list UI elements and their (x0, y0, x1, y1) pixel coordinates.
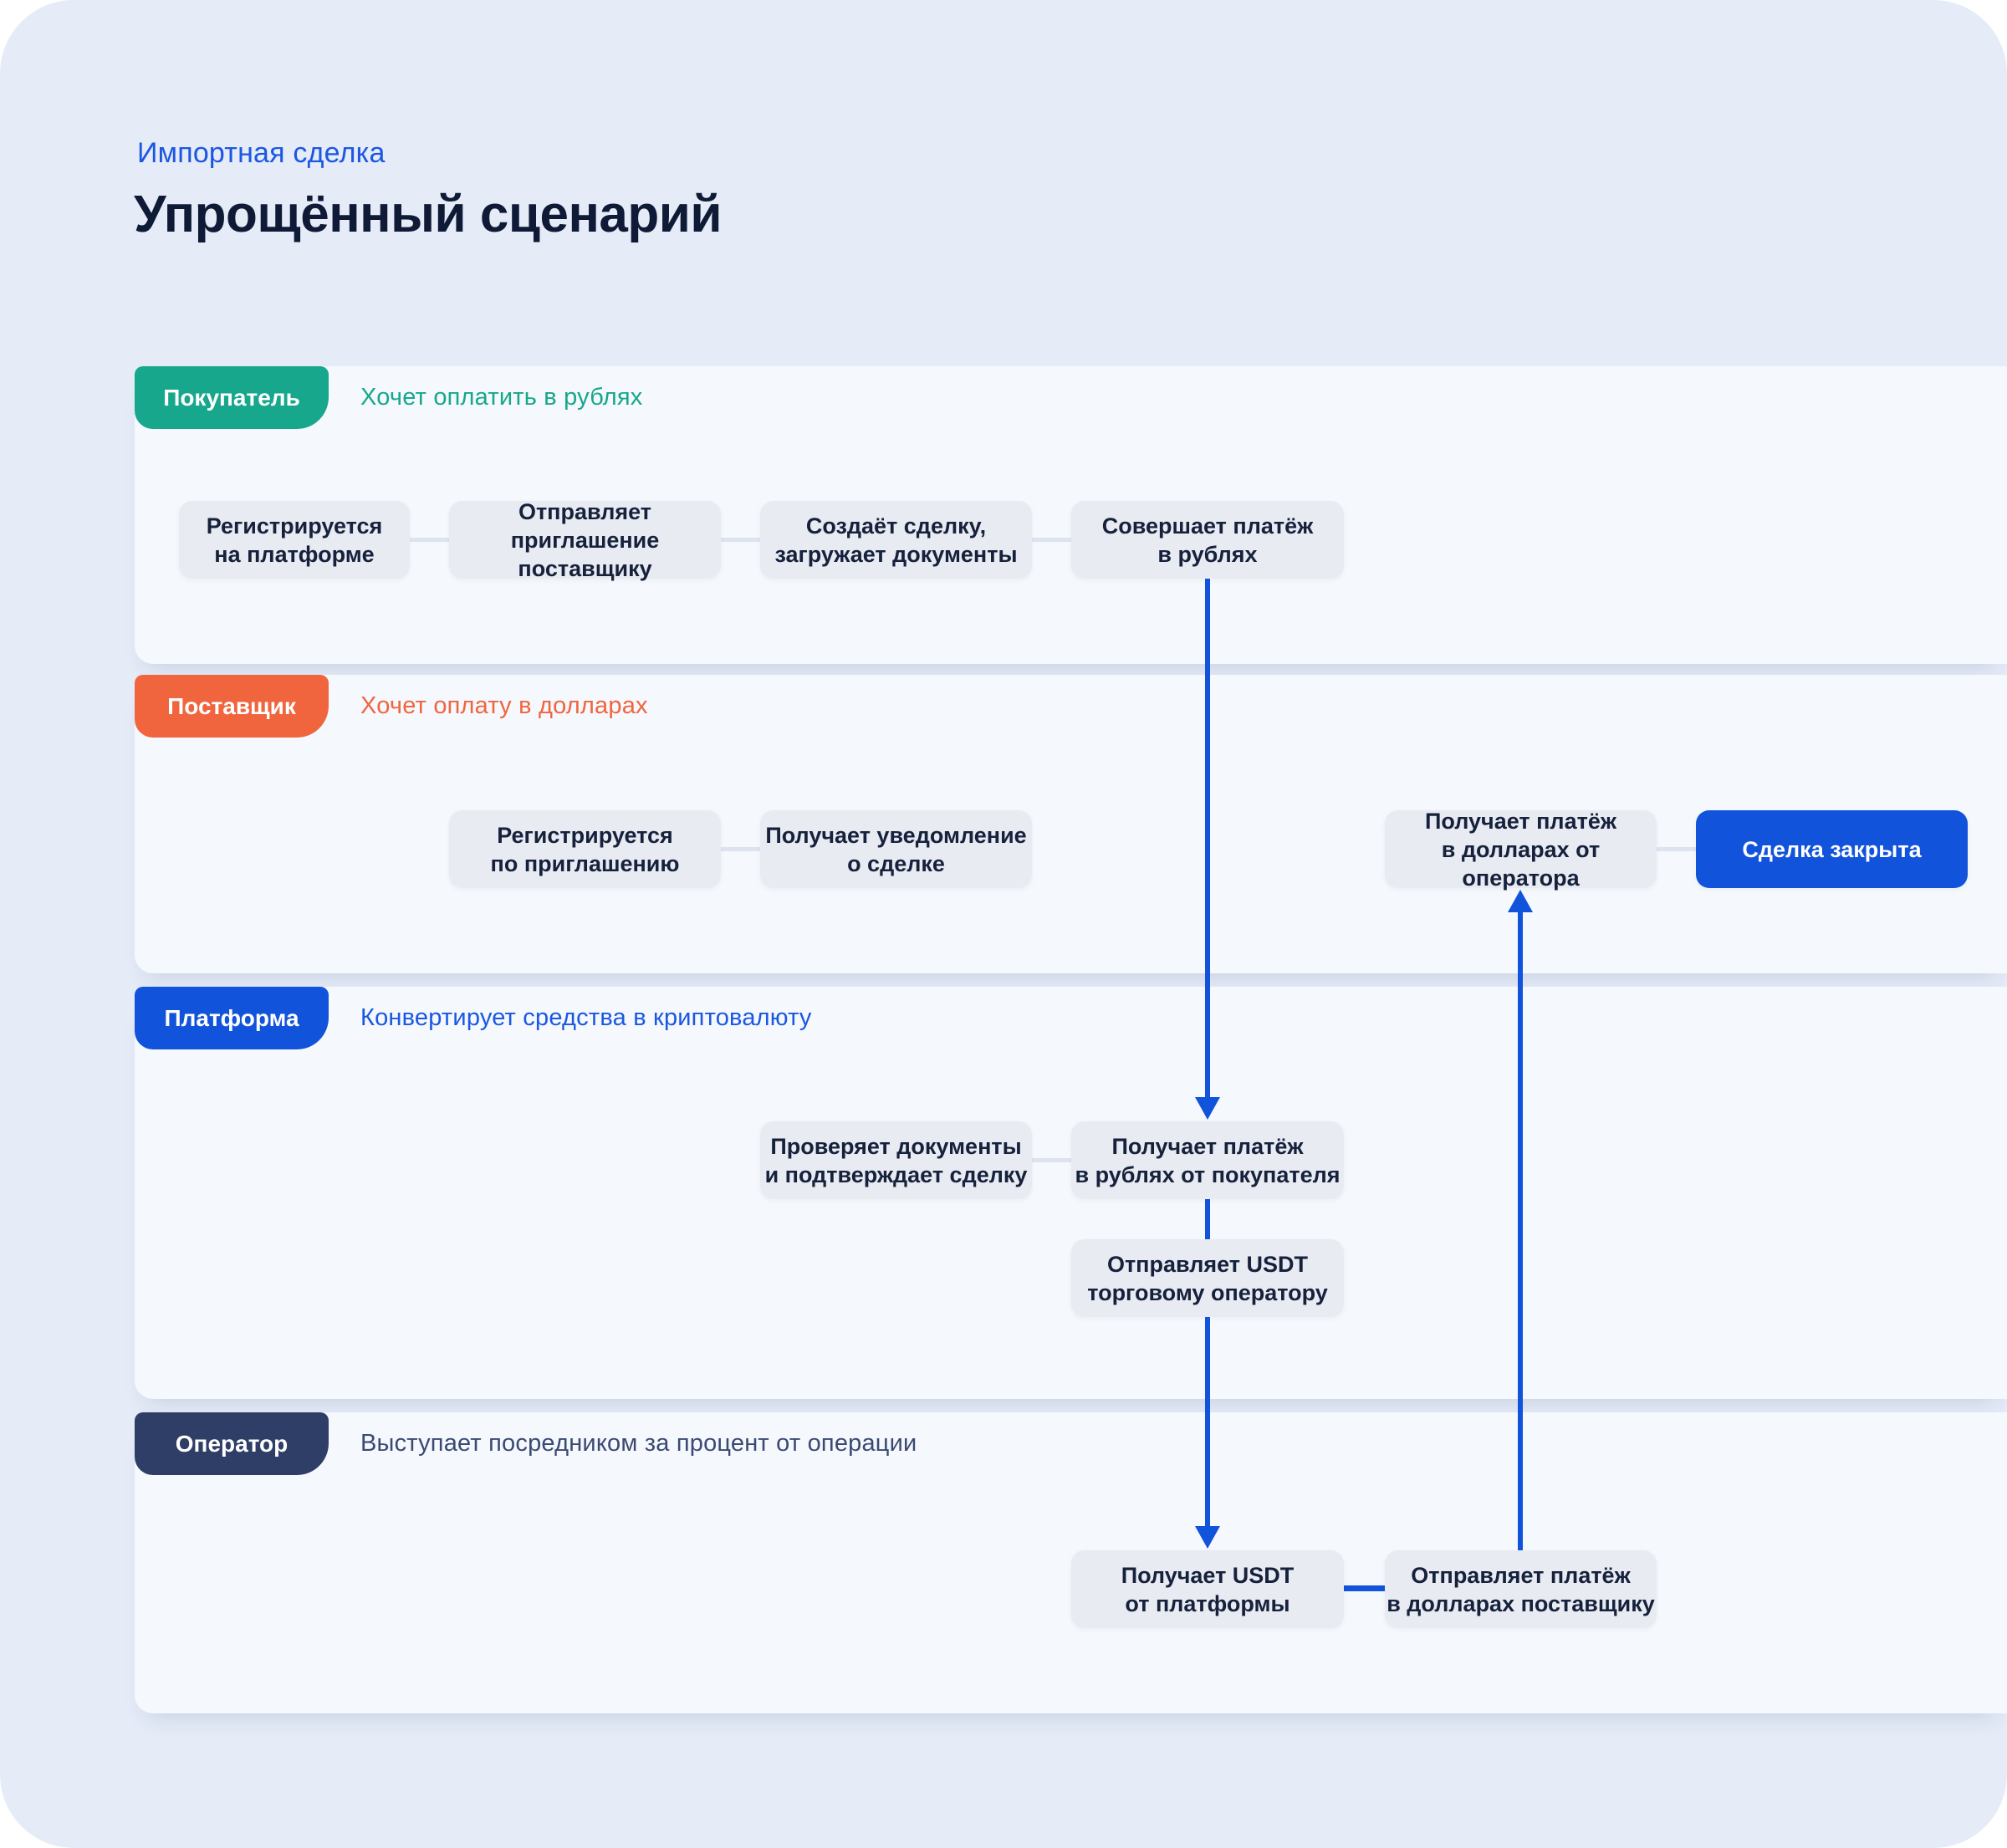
lane-badge-platform: Платформа (135, 987, 329, 1049)
lane-badge-supplier: Поставщик (135, 675, 329, 738)
lane-supplier: Поставщик Хочет оплату в долларах (135, 675, 2007, 973)
lane-badge-operator: Оператор (135, 1412, 329, 1475)
connector (1032, 538, 1071, 542)
node-platform-gets-rubles: Получает платёж в рублях от покупателя (1071, 1121, 1344, 1199)
connector (1657, 847, 1696, 851)
node-supplier-registers: Регистрируется по приглашению (449, 810, 721, 888)
arrow-rubles-to-platform (1205, 579, 1210, 1099)
connector (410, 538, 449, 542)
page-title: Упрощённый сценарий (134, 186, 723, 243)
node-supplier-gets-notice: Получает уведомление о сделке (760, 810, 1032, 888)
lane-buyer: Покупатель Хочет оплатить в рублях (135, 366, 2007, 664)
lane-description-buyer: Хочет оплатить в рублях (360, 384, 643, 411)
lane-platform: Платформа Конвертирует средства в крипто… (135, 987, 2007, 1399)
node-supplier-gets-dollars: Получает платёж в долларах от оператора (1385, 809, 1657, 891)
eyebrow-label: Импортная сделка (137, 137, 386, 169)
connector (721, 847, 760, 851)
arrowhead-down-icon (1195, 1526, 1220, 1549)
node-platform-verifies: Проверяет документы и подтверждает сделк… (760, 1121, 1032, 1199)
node-operator-gets-usdt: Получает USDT от платформы (1071, 1550, 1344, 1628)
node-buyer-creates-deal: Создаёт сделку, загружает документы (760, 501, 1032, 579)
connector-blue (1344, 1585, 1385, 1591)
arrow-dollars-to-supplier (1518, 911, 1523, 1550)
lane-description-operator: Выступает посредником за процент от опер… (360, 1430, 917, 1457)
node-buyer-sends-invitation: Отправляет приглашение поставщику (449, 499, 721, 581)
node-buyer-registers: Регистрируется на платформе (179, 501, 410, 579)
node-operator-pays-supplier: Отправляет платёж в долларах поставщику (1385, 1550, 1657, 1628)
line-platform-internal (1205, 1199, 1210, 1239)
arrow-usdt-to-operator (1205, 1317, 1210, 1528)
lane-badge-buyer: Покупатель (135, 366, 329, 429)
node-deal-closed: Сделка закрыта (1696, 810, 1968, 888)
lane-description-supplier: Хочет оплату в долларах (360, 692, 648, 719)
node-platform-sends-usdt: Отправляет USDT торговому оператору (1071, 1239, 1344, 1317)
node-buyer-pays-rubles: Совершает платёж в рублях (1071, 501, 1344, 579)
connector (1032, 1158, 1071, 1162)
arrowhead-up-icon (1508, 890, 1533, 912)
connector (721, 538, 760, 542)
lane-operator: Оператор Выступает посредником за процен… (135, 1412, 2007, 1713)
lane-description-platform: Конвертирует средства в криптовалюту (360, 1004, 812, 1031)
arrowhead-down-icon (1195, 1097, 1220, 1120)
